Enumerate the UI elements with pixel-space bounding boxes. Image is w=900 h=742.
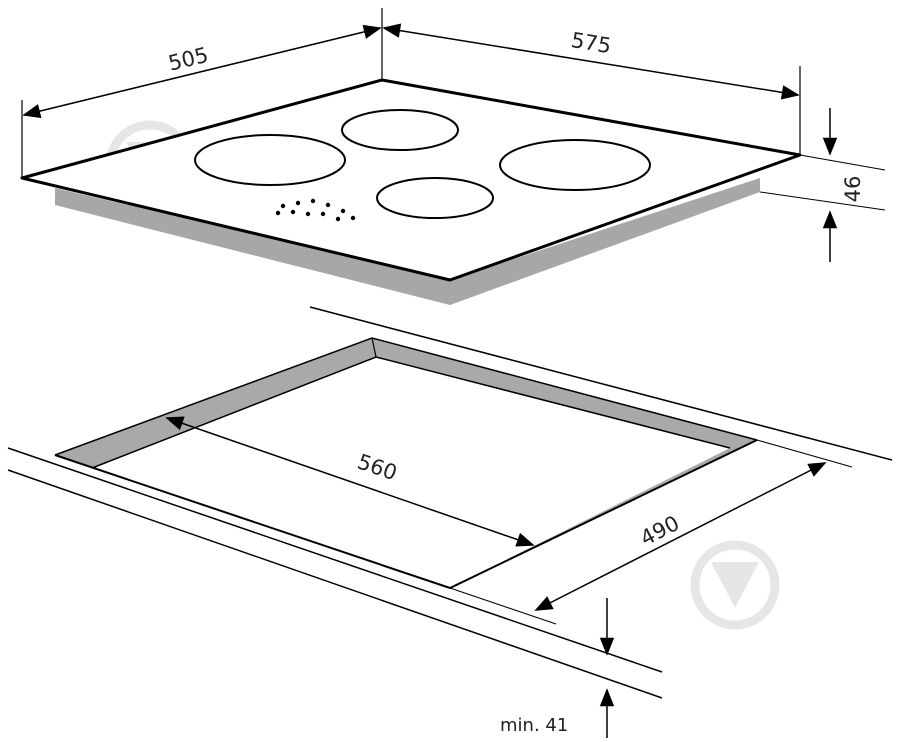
- dimension-hob-height: 46: [759, 108, 886, 262]
- dimension-label-min-41: min. 41: [500, 715, 568, 736]
- hob: [20, 78, 802, 305]
- cooking-zone-right: [499, 139, 651, 191]
- cooking-zone-back: [341, 109, 459, 151]
- dimension-label-490: 490: [637, 511, 684, 551]
- dimension-hob-width: 575: [382, 23, 800, 100]
- cooking-zone-left: [194, 134, 346, 186]
- dimension-label-575: 575: [569, 28, 612, 58]
- dimension-label-46: 46: [841, 176, 865, 203]
- dimension-countertop-thickness: min. 41: [500, 598, 615, 738]
- hob-side-panel: [55, 178, 760, 305]
- countertop: [7, 306, 893, 699]
- watermark-logo-bottom: [690, 540, 780, 630]
- control-buttons: [275, 198, 356, 222]
- cooking-zone-front: [376, 177, 494, 219]
